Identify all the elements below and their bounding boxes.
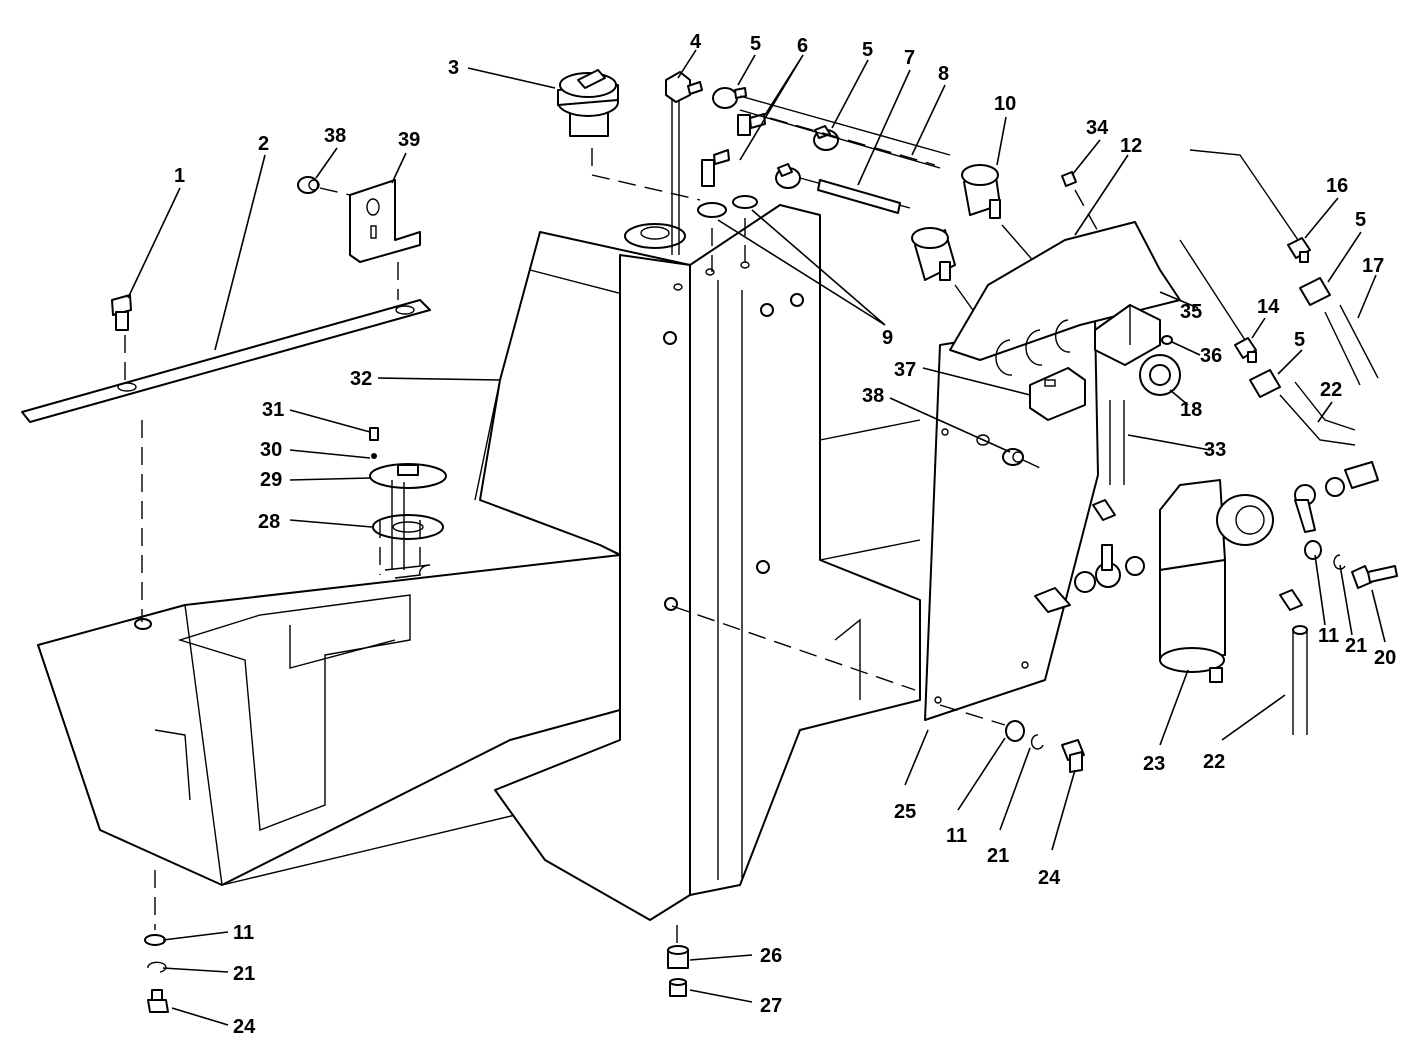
hex-bolt: [1061, 739, 1085, 773]
relay: [1094, 304, 1161, 366]
callout-38: 38: [862, 385, 884, 407]
fuel-hose-upper: [739, 95, 951, 169]
spacer-bushing: [297, 176, 320, 194]
drain-cap: [669, 978, 687, 997]
relay: [1029, 367, 1086, 421]
callout-2: 2: [258, 133, 269, 155]
leader-lines: [127, 49, 1386, 1026]
elbow-fitting: [1092, 499, 1116, 521]
fuel-hose-vertical: [1109, 400, 1125, 485]
callout-35: 35: [1180, 301, 1202, 323]
callout-17: 17: [1362, 255, 1384, 277]
callout-5: 5: [862, 39, 873, 61]
callout-14: 14: [1257, 296, 1280, 318]
mounting-bracket: [349, 179, 421, 263]
callout-21: 21: [1345, 635, 1367, 657]
callout-10: 10: [994, 93, 1016, 115]
elbow-fitting: [701, 149, 730, 187]
callout-34: 34: [1086, 117, 1109, 139]
drain-plug: [667, 945, 689, 969]
lock-washer: [1030, 734, 1044, 750]
callout-30: 30: [260, 439, 282, 461]
grommet: [697, 195, 758, 218]
fuel-filter: [1159, 479, 1274, 683]
callout-5: 5: [1294, 329, 1305, 351]
callout-36: 36: [1200, 345, 1222, 367]
callout-1: 1: [174, 165, 185, 187]
screw: [1061, 171, 1077, 187]
screw: [369, 427, 379, 459]
flat-washer: [1304, 540, 1322, 560]
callout-25: 25: [894, 801, 916, 823]
callout-32: 32: [350, 368, 372, 390]
hex-bolt: [147, 989, 169, 1013]
callout-26: 26: [760, 945, 782, 967]
callout-11: 11: [946, 825, 967, 847]
callout-18: 18: [1180, 399, 1202, 421]
hose-clamp: [775, 163, 801, 189]
callout-39: 39: [398, 129, 420, 151]
fitting: [1234, 337, 1257, 363]
callout-24: 24: [1038, 867, 1061, 889]
fuel-tank-assembly: [37, 204, 921, 921]
hex-bolt: [1351, 565, 1398, 589]
callout-7: 7: [904, 47, 915, 69]
callout-labels: 1 2 3 4 5 6 5 7 8 10 34 12 16 5 17 38 39…: [174, 31, 1396, 1038]
spacer-bushing: [1002, 448, 1024, 466]
fuel-hose-lower-right: [1292, 625, 1308, 735]
callout-11: 11: [233, 922, 254, 944]
callout-12: 12: [1120, 135, 1142, 157]
callout-16: 16: [1326, 175, 1348, 197]
callout-9: 9: [882, 327, 893, 349]
small-screw: [1161, 335, 1173, 345]
callout-8: 8: [938, 63, 949, 85]
callout-24: 24: [233, 1016, 256, 1038]
fuel-hose-right: [1279, 304, 1379, 446]
fuel-cap: [557, 69, 619, 137]
flat-washer: [1005, 720, 1025, 742]
callout-4: 4: [690, 31, 702, 53]
elbow-fitting: [1279, 589, 1303, 611]
callout-31: 31: [262, 399, 284, 421]
callout-5: 5: [1355, 209, 1366, 231]
grommet: [1139, 354, 1181, 396]
flat-washer: [144, 934, 166, 946]
lock-washer: [1333, 554, 1346, 570]
callout-28: 28: [258, 511, 280, 533]
callout-6: 6: [797, 35, 808, 57]
callout-22: 22: [1203, 751, 1225, 773]
hose-clamp: [712, 87, 747, 109]
callout-3: 3: [448, 57, 459, 79]
callout-37: 37: [894, 359, 916, 381]
callout-11: 11: [1318, 625, 1339, 647]
hex-bolt: [111, 294, 132, 331]
callout-33: 33: [1204, 439, 1226, 461]
lock-washer: [147, 961, 167, 973]
fuel-hose-lower: [799, 177, 911, 214]
rubber-isolator: [961, 164, 1001, 219]
callout-23: 23: [1143, 753, 1165, 775]
callout-20: 20: [1374, 647, 1396, 669]
callout-22: 22: [1320, 379, 1342, 401]
fitting: [1287, 237, 1311, 263]
callout-27: 27: [760, 995, 782, 1017]
banjo-fitting: [1034, 544, 1145, 613]
fuel-sender: [369, 463, 447, 579]
vent-tube: [665, 71, 703, 255]
callout-21: 21: [987, 845, 1009, 867]
callout-29: 29: [260, 469, 282, 491]
callout-5: 5: [750, 33, 761, 55]
hose-clamp: [1299, 277, 1331, 306]
callout-21: 21: [233, 963, 255, 985]
callout-38: 38: [324, 125, 346, 147]
tank-strap: [21, 299, 431, 423]
banjo-fitting: [1294, 461, 1379, 533]
hose-clamp: [1249, 369, 1281, 398]
tank-base: [37, 554, 621, 886]
rubber-isolator: [911, 227, 956, 281]
